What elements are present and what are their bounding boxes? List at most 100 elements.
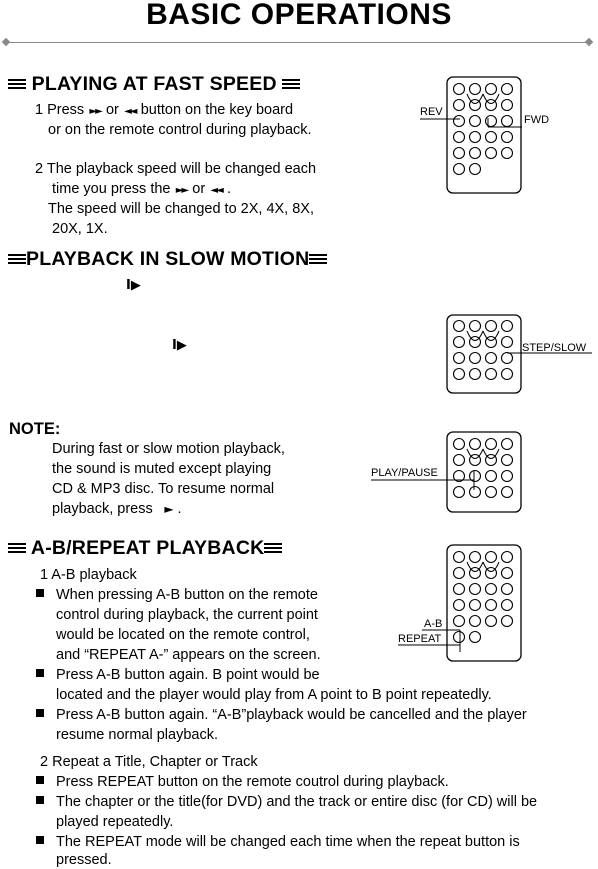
bullet-icon xyxy=(36,796,44,804)
remote-button xyxy=(452,582,466,596)
remote-button xyxy=(468,146,482,160)
remote-button xyxy=(452,367,466,381)
remote-button xyxy=(484,351,498,365)
remote-button xyxy=(500,82,514,96)
note-line-2: the sound is muted except playing xyxy=(52,461,272,477)
remote-button xyxy=(484,550,498,564)
remote-button xyxy=(484,130,498,144)
remote-button xyxy=(500,550,514,564)
remote-button xyxy=(468,437,482,451)
remote-button xyxy=(500,130,514,144)
remote-button xyxy=(452,114,466,128)
remote-button xyxy=(452,98,466,112)
remote-button xyxy=(452,437,466,451)
remote-button xyxy=(484,367,498,381)
remote-button xyxy=(452,469,466,483)
ab-bullet-3: Press A-B button again. “A-B”playback wo… xyxy=(36,707,527,724)
ab-label: A-B xyxy=(424,618,443,630)
repeat-subheading: 2 Repeat a Title, Chapter or Track xyxy=(40,754,258,770)
note-line-1: During fast or slow motion playback, xyxy=(52,441,285,457)
repeat-bullet-3-cont: pressed. xyxy=(56,852,112,868)
repeat-bullet-3: The REPEAT mode will be changed each tim… xyxy=(36,834,520,851)
step-slow-icon: I▶ xyxy=(126,278,141,293)
remote-arc-decoration xyxy=(466,330,500,341)
remote-body xyxy=(446,76,522,194)
ab-bullet-1: When pressing A-B button on the remote xyxy=(36,587,318,604)
remote-button xyxy=(500,319,514,333)
remote-button xyxy=(468,114,482,128)
remote-button xyxy=(468,485,482,499)
remote-button xyxy=(484,82,498,96)
fast-step-2-cont: time you press the ►► or ◄◄ . xyxy=(52,181,232,197)
remote-button xyxy=(468,598,482,612)
bullet-icon xyxy=(36,589,44,597)
remote-arc-decoration xyxy=(466,561,500,572)
remote-button xyxy=(468,162,482,176)
remote-button xyxy=(468,367,482,381)
remote-button xyxy=(500,566,514,580)
remote-button xyxy=(468,335,482,349)
ab-bullet-3-cont: resume normal playback. xyxy=(56,727,218,743)
remote-button xyxy=(452,485,466,499)
remote-button xyxy=(468,453,482,467)
remote-button xyxy=(452,319,466,333)
heading-bars-icon xyxy=(309,252,328,264)
remote-body xyxy=(446,544,522,662)
remote-button xyxy=(500,437,514,451)
heading-bars-icon xyxy=(8,541,26,553)
remote-button xyxy=(500,614,514,628)
fast-reverse-icon: ◄◄ xyxy=(209,185,223,196)
remote-button xyxy=(484,566,498,580)
remote-button xyxy=(484,146,498,160)
bullet-icon xyxy=(36,669,44,677)
ab-bullet-1-cont: would be located on the remote control, xyxy=(56,627,310,643)
remote-buttons xyxy=(452,550,514,644)
repeat-bullet-2: The chapter or the title(for DVD) and th… xyxy=(36,794,537,811)
remote-button xyxy=(484,582,498,596)
remote-button xyxy=(468,130,482,144)
fast-forward-icon: ►► xyxy=(88,106,102,117)
remote-button xyxy=(468,82,482,96)
remote-button xyxy=(452,453,466,467)
remote-buttons xyxy=(452,319,514,381)
remote-button xyxy=(500,582,514,596)
remote-diagram-play xyxy=(446,431,522,513)
rev-label: REV xyxy=(420,106,443,118)
remote-button xyxy=(500,485,514,499)
remote-button xyxy=(452,550,466,564)
fast-step-1: 1 Press ►► or ◄◄ button on the key board xyxy=(35,102,294,118)
remote-button xyxy=(452,614,466,628)
fwd-label: FWD xyxy=(524,114,550,126)
remote-button xyxy=(484,485,498,499)
fast-speed-heading: PLAYING AT FAST SPEED xyxy=(8,73,301,96)
remote-button xyxy=(452,146,466,160)
remote-button xyxy=(468,98,482,112)
remote-button xyxy=(452,130,466,144)
remote-buttons xyxy=(452,437,514,499)
remote-button xyxy=(452,335,466,349)
bullet-icon xyxy=(36,836,44,844)
remote-button xyxy=(452,82,466,96)
remote-button xyxy=(484,453,498,467)
ab-bullet-1-cont: control during playback, the current poi… xyxy=(56,607,318,623)
remote-button xyxy=(484,98,498,112)
remote-button xyxy=(500,453,514,467)
ab-bullet-2-cont: located and the player would play from A… xyxy=(56,687,492,703)
remote-button xyxy=(468,566,482,580)
remote-diagram-ab xyxy=(446,544,522,662)
repeat-bullet-1: Press REPEAT button on the remote coutro… xyxy=(36,774,449,791)
remote-button xyxy=(500,335,514,349)
remote-diagram-fast xyxy=(446,76,522,194)
remote-button xyxy=(484,335,498,349)
remote-button xyxy=(500,367,514,381)
remote-button xyxy=(468,550,482,564)
remote-button xyxy=(452,598,466,612)
fast-step-1-cont: or on the remote control during playback… xyxy=(48,122,312,138)
remote-button xyxy=(500,98,514,112)
note-heading: NOTE: xyxy=(9,420,61,438)
remote-arc-decoration xyxy=(466,93,500,104)
remote-button xyxy=(468,319,482,333)
remote-button xyxy=(468,469,482,483)
fast-speed-values: The speed will be changed to 2X, 4X, 8X, xyxy=(48,201,315,217)
